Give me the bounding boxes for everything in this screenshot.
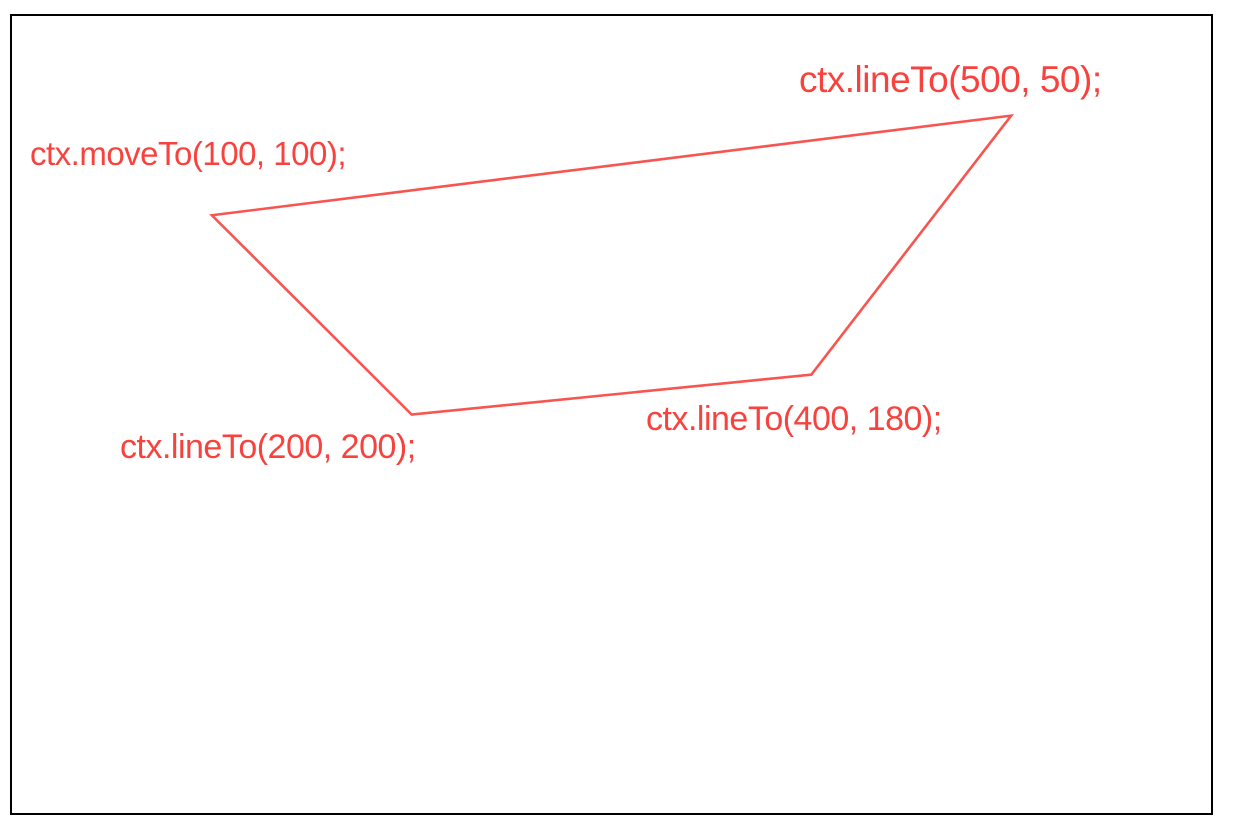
red-quadrilateral-path (209, 113, 1015, 416)
code-label-lineto-500-50: ctx.lineTo(500, 50); (799, 59, 1102, 100)
canvas-drawing-surface (209, 113, 1015, 416)
canvas-element-border (10, 14, 1213, 815)
code-label-moveto-100-100: ctx.moveTo(100, 100); (30, 135, 347, 172)
code-label-lineto-400-180: ctx.lineTo(400, 180); (646, 400, 942, 438)
code-label-lineto-200-200: ctx.lineTo(200, 200); (120, 428, 416, 466)
